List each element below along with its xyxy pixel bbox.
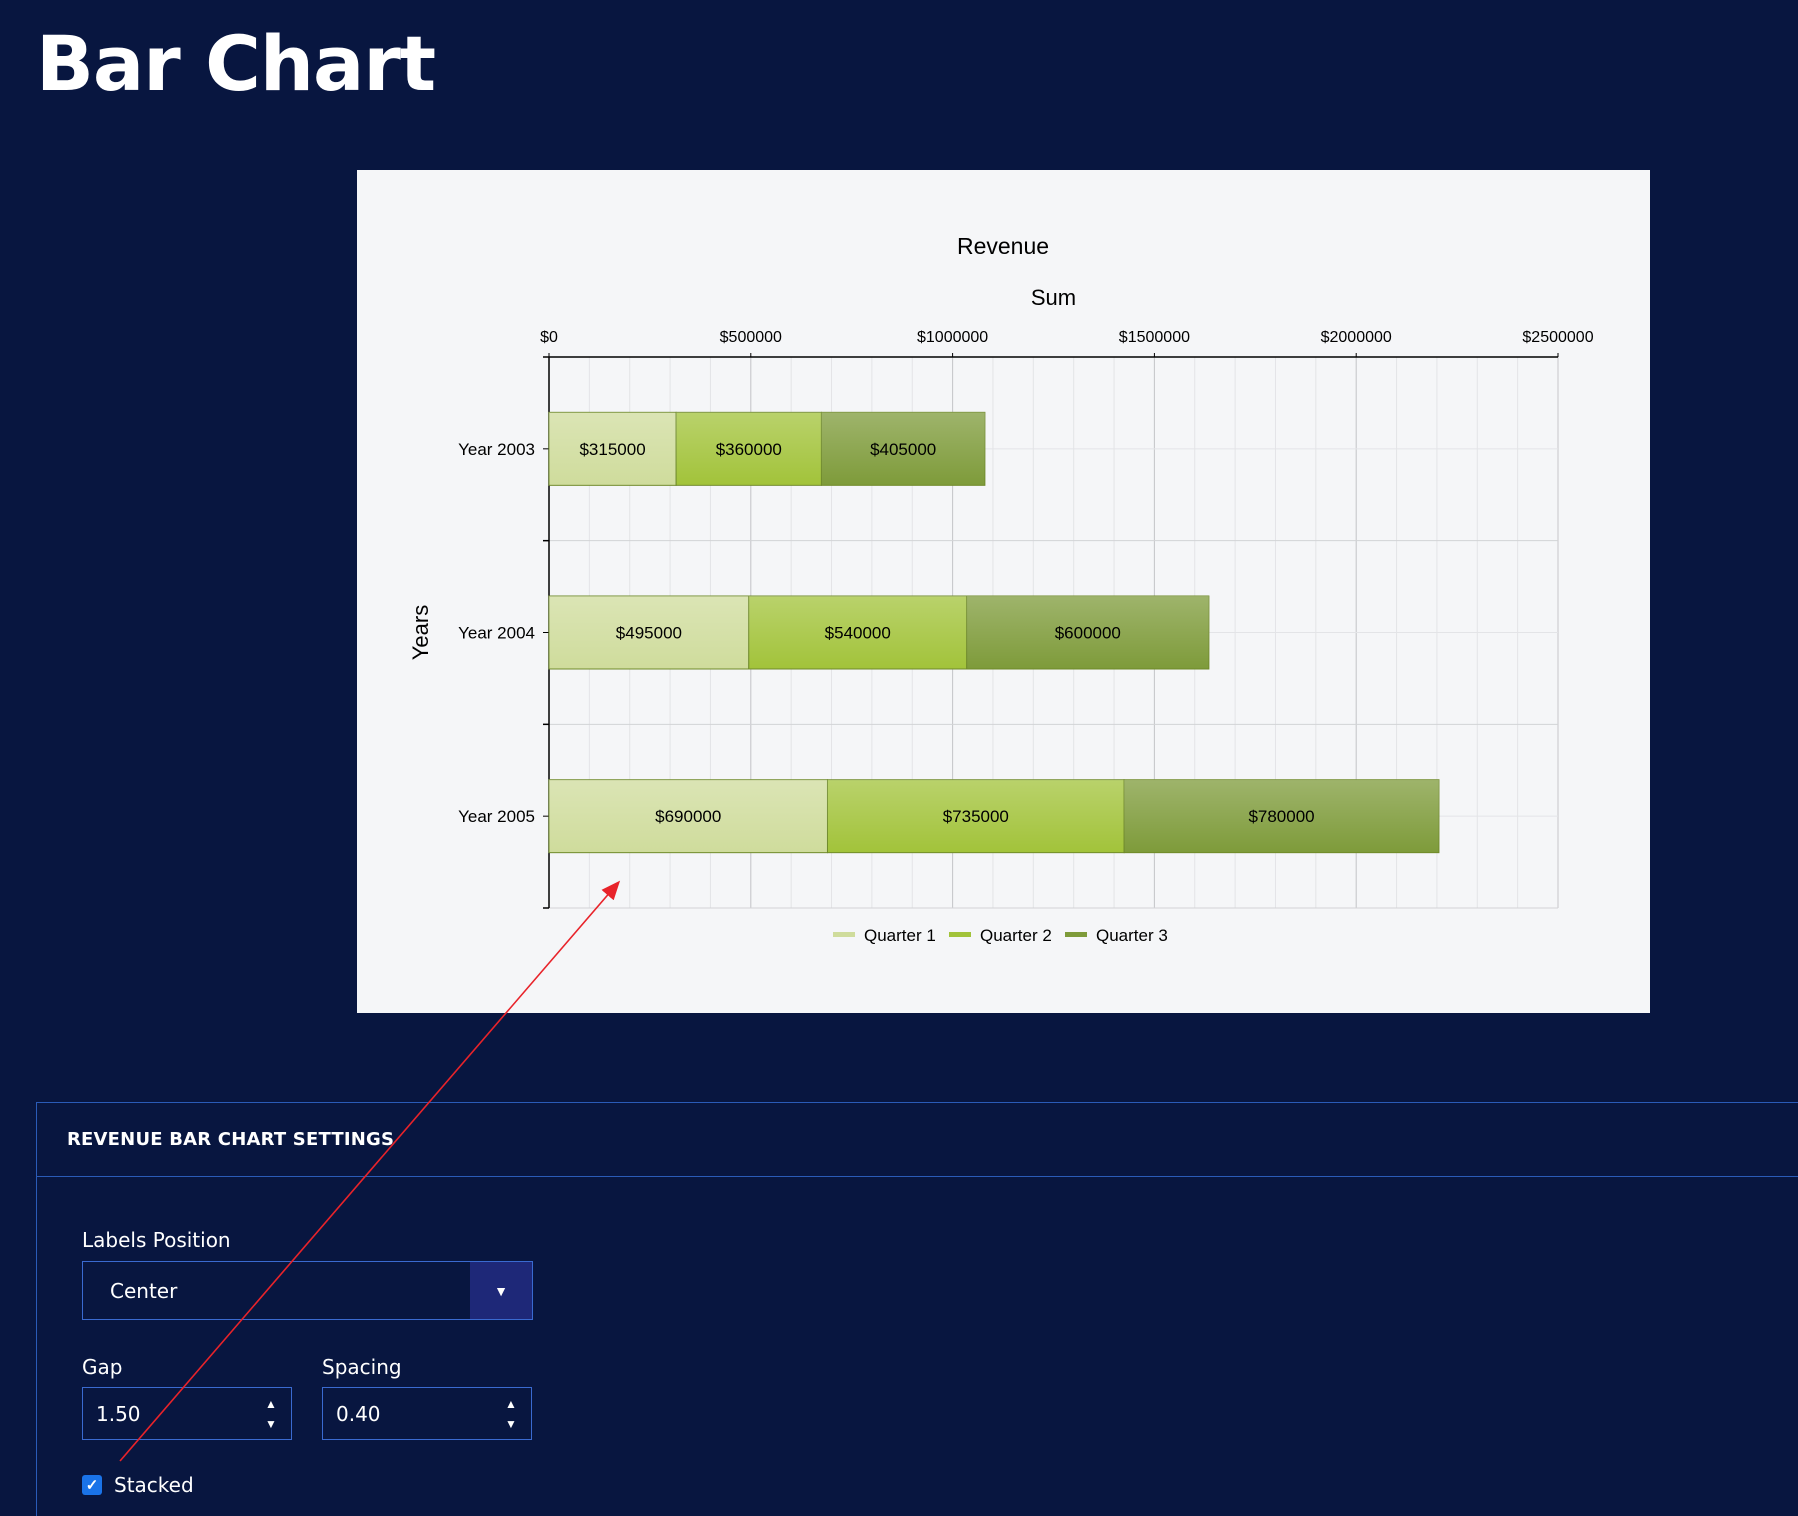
bar-data-label: $495000	[616, 624, 682, 643]
y-tick-label: Year 2003	[458, 440, 535, 459]
x-tick-label: $500000	[720, 329, 782, 346]
bar-highlight	[1124, 779, 1439, 853]
bar-highlight	[676, 412, 822, 486]
bar-data-label: $360000	[716, 440, 782, 459]
stacked-checkbox-row[interactable]: ✓ Stacked	[82, 1473, 194, 1497]
chart-canvas: $0 $500000 $1000000 $1500000 $2000000 $250000…	[408, 233, 1594, 945]
x-tick-label: $0	[540, 329, 558, 346]
revenue-chart: $0 $500000 $1000000 $1500000 $2000000 $250000…	[357, 170, 1650, 1013]
bar-highlight	[966, 596, 1209, 669]
stacked-checkbox[interactable]: ✓	[82, 1475, 102, 1495]
labels-position-label: Labels Position	[82, 1228, 231, 1252]
x-tick-label: $2000000	[1321, 329, 1392, 346]
legend-label: Quarter 3	[1096, 926, 1168, 945]
bar-data-label: $540000	[825, 624, 891, 643]
settings-header: REVENUE BAR CHART SETTINGS	[37, 1103, 1798, 1177]
spacing-value[interactable]: 0.40	[336, 1401, 381, 1426]
page-title: Bar Chart	[36, 19, 436, 108]
x-axis-title: Sum	[1031, 285, 1076, 310]
bar-highlight	[549, 596, 749, 669]
spacing-input[interactable]: 0.40 ▲ ▼	[322, 1387, 532, 1440]
gap-input[interactable]: 1.50 ▲ ▼	[82, 1387, 292, 1440]
legend-label: Quarter 2	[980, 926, 1052, 945]
settings-panel: REVENUE BAR CHART SETTINGS Labels Positi…	[36, 1102, 1798, 1516]
stacked-label: Stacked	[114, 1473, 194, 1497]
legend-swatch	[1065, 932, 1087, 937]
x-tick-label: $2500000	[1522, 329, 1593, 346]
bar-highlight	[748, 596, 967, 669]
bar-highlight	[549, 779, 828, 853]
chevron-down-icon[interactable]: ▼	[470, 1262, 532, 1319]
y-tick-label: Year 2005	[458, 807, 535, 826]
x-tick-label: $1000000	[917, 329, 988, 346]
bar-highlight	[821, 412, 985, 486]
stepper-down-icon[interactable]: ▼	[265, 1416, 277, 1431]
stepper-up-icon[interactable]: ▲	[265, 1396, 277, 1411]
gap-label: Gap	[82, 1355, 123, 1379]
legend-swatch	[949, 932, 971, 937]
bar-data-label: $600000	[1055, 624, 1121, 643]
bar-highlight	[827, 779, 1125, 853]
spacing-stepper[interactable]: ▲ ▼	[491, 1388, 531, 1439]
bar-data-label: $780000	[1248, 807, 1314, 826]
gap-value[interactable]: 1.50	[96, 1401, 141, 1426]
bar-highlight	[549, 412, 677, 486]
labels-position-value: Center	[110, 1278, 178, 1303]
bar-data-label: $735000	[943, 807, 1009, 826]
stepper-down-icon[interactable]: ▼	[505, 1416, 517, 1431]
stepper-up-icon[interactable]: ▲	[505, 1396, 517, 1411]
spacing-label: Spacing	[322, 1355, 402, 1379]
legend-label: Quarter 1	[864, 926, 936, 945]
bar-data-label: $315000	[579, 440, 645, 459]
bar-data-label: $690000	[655, 807, 721, 826]
legend-swatch	[833, 932, 855, 937]
labels-position-select[interactable]: Center ▼	[82, 1261, 533, 1320]
y-axis-title: Years	[408, 605, 433, 660]
chart-title: Revenue	[957, 233, 1049, 259]
bar-data-label: $405000	[870, 440, 936, 459]
y-tick-label: Year 2004	[458, 624, 535, 643]
gap-stepper[interactable]: ▲ ▼	[251, 1388, 291, 1439]
x-tick-label: $1500000	[1119, 329, 1190, 346]
